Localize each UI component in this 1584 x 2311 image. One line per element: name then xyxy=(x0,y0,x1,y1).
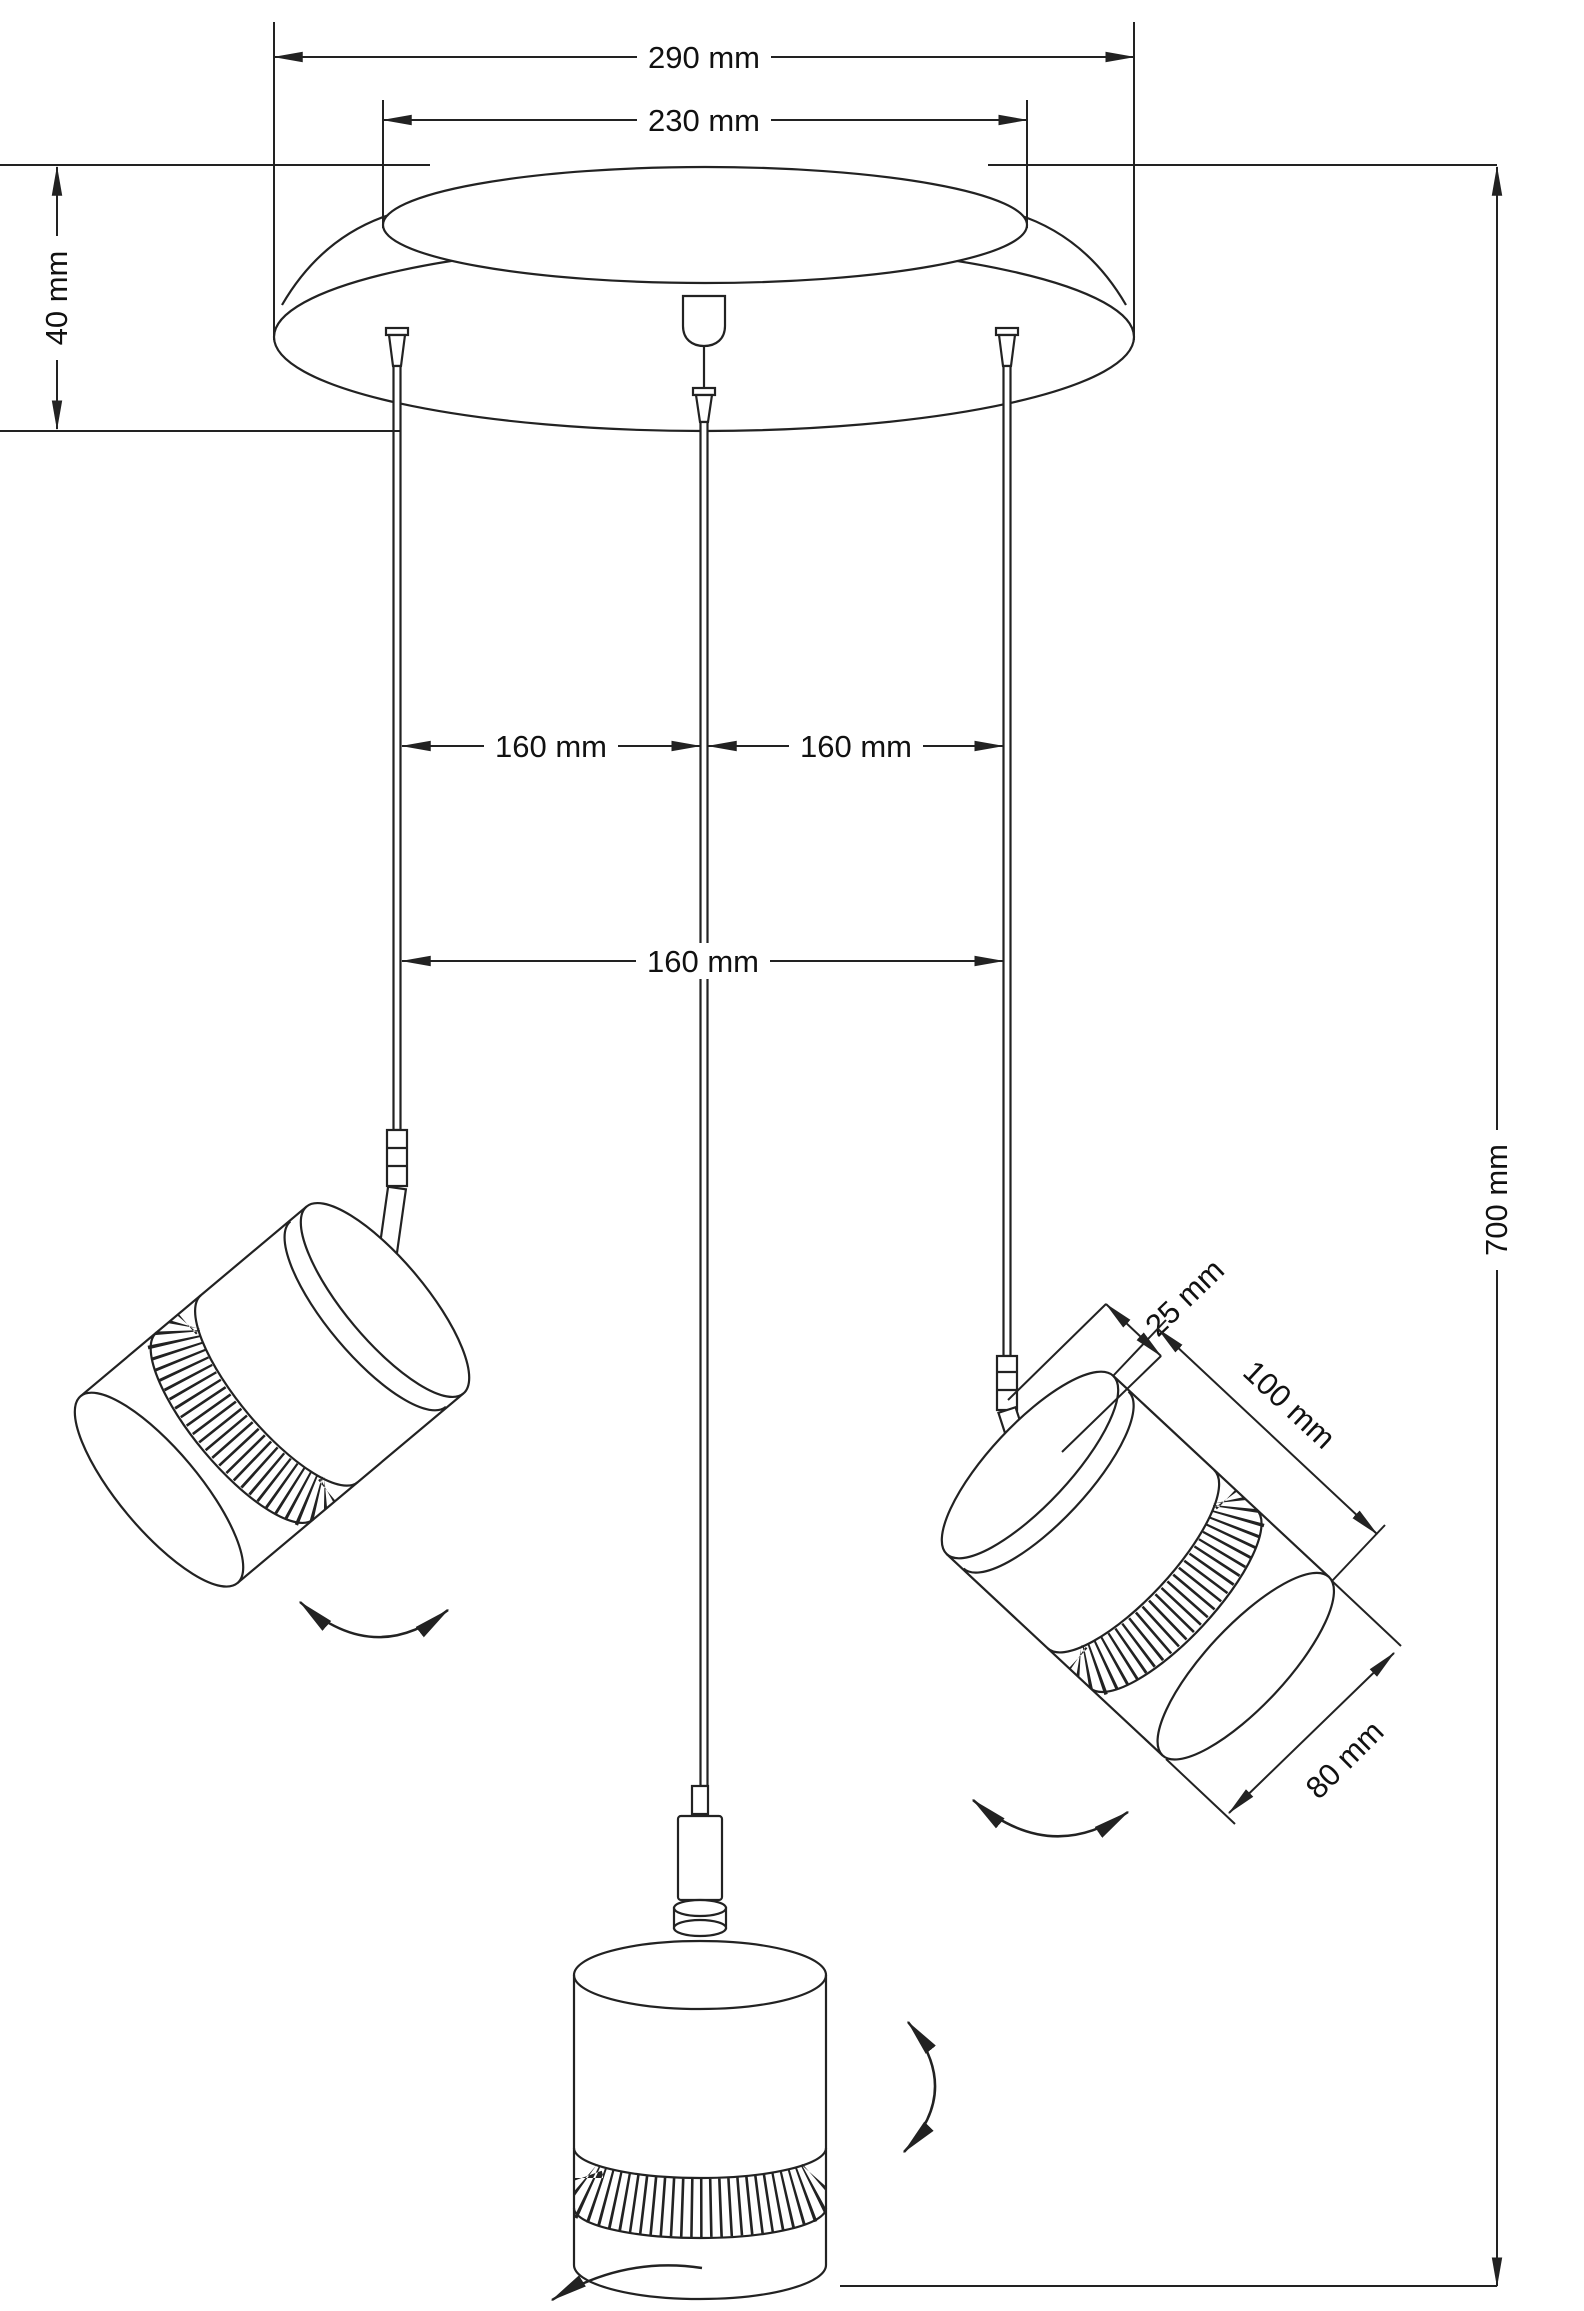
dim-spacing-outer: 160 mm xyxy=(400,943,1005,979)
rotation-arrow-bottom-edge xyxy=(550,2264,703,2302)
dim-spacing-right: 160 mm xyxy=(706,728,1005,764)
ceiling-canopy xyxy=(272,165,1136,433)
dim-label-shade-length: 100 mm xyxy=(1236,1354,1342,1456)
dim-label-overall-drop: 700 mm xyxy=(1479,1144,1514,1256)
shade-bottom xyxy=(572,1939,828,2301)
dim-overall-drop: 700 mm xyxy=(840,165,1515,2288)
dim-label-spacing-right: 160 mm xyxy=(800,729,912,764)
rod-center xyxy=(672,386,728,1938)
dim-canopy-height: 40 mm xyxy=(0,164,1497,432)
rod-left xyxy=(375,326,410,1270)
shade-left xyxy=(50,1181,494,1609)
dimensions: 290 mm 230 mm 40 mm 160 mm xyxy=(0,22,1515,2288)
dim-canopy-width: 290 mm xyxy=(272,22,1136,340)
rod-right xyxy=(994,326,1039,1481)
dim-label-shade-diameter: 80 mm xyxy=(1299,1714,1391,1806)
dim-label-spacing-left: 160 mm xyxy=(495,729,607,764)
dim-spacing-left: 160 mm xyxy=(400,728,702,764)
rotation-arrow-left xyxy=(298,1600,450,1639)
rotation-arrow-bottom-side xyxy=(902,2020,937,2154)
cord-grip xyxy=(676,1814,724,1902)
pivot-joint-left xyxy=(385,1128,409,1188)
dim-label-canopy-top-width: 230 mm xyxy=(648,103,760,138)
pivot-joint-right xyxy=(995,1354,1019,1412)
dim-label-canopy-height: 40 mm xyxy=(39,251,74,346)
cable-gland xyxy=(681,294,727,348)
rotation-arrow-right xyxy=(971,1798,1130,1838)
dim-label-canopy-width: 290 mm xyxy=(648,40,760,75)
dim-label-pivot: 25 mm xyxy=(1138,1252,1230,1343)
dim-label-spacing-outer: 160 mm xyxy=(647,944,759,979)
